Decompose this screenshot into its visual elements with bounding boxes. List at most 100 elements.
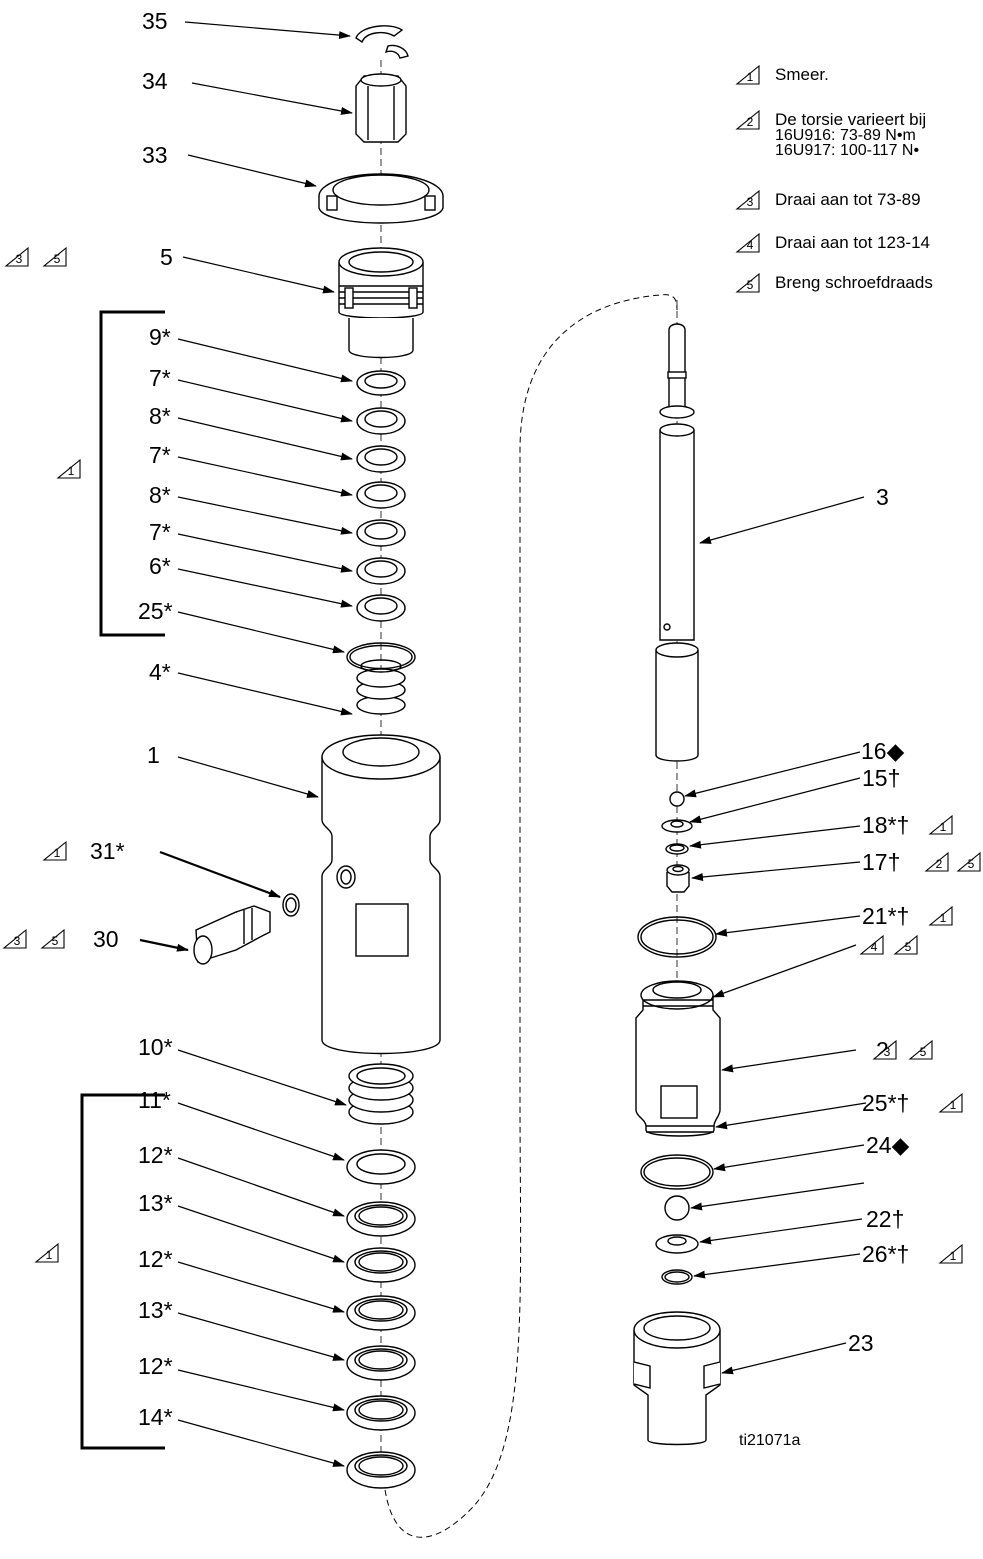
label-24: 24◆ [866,1132,910,1158]
note-text: Draai aan tot 123-14 [775,233,930,252]
triangle-3-icon: 3 [872,1039,898,1061]
label-17: 17† [862,849,901,875]
label-25: 25* [138,598,173,624]
label-13b: 13* [138,1297,173,1323]
ring-13a [346,1247,416,1283]
label-6: 6* [149,553,171,579]
label-12b: 12* [138,1246,173,1272]
svg-text:3: 3 [884,1045,891,1059]
triangle-1-icon: 1 [938,1243,964,1265]
triangle-1-icon: 1 [938,1092,964,1114]
label-7c: 7* [149,519,171,545]
label-9: 9* [149,324,171,350]
note-text: Breng schroefdraads [775,273,933,292]
label-21: 21*† [862,903,910,929]
svg-text:5: 5 [747,278,754,292]
label-15: 15† [862,765,901,791]
svg-text:1: 1 [747,70,754,84]
svg-text:5: 5 [905,940,912,954]
part-10-spring [348,1063,414,1125]
ring-8a [356,445,406,473]
label-7a: 7* [149,365,171,391]
label-8a: 8* [149,403,171,429]
part-5-gland [338,247,424,359]
part-34-nut [355,73,407,143]
svg-text:1: 1 [940,911,947,925]
connection-curve [382,294,678,1538]
ring-14 [346,1451,416,1489]
warning-triangle-icon: 2 [735,109,761,131]
upper-packing-rings [356,370,406,622]
label-31: 31* [90,838,125,864]
label-16: 16◆ [861,738,905,764]
svg-text:2: 2 [747,115,754,129]
label-35: 35 [142,8,168,34]
label-5: 5 [160,244,173,270]
part-16-ball [669,791,685,807]
warning-triangle-icon: 4 [735,232,761,254]
part-30-fitting [193,905,271,965]
note-sub-line: 16U917: 100-117 N• [775,142,920,159]
svg-text:5: 5 [52,934,59,948]
label-7b: 7* [149,442,171,468]
svg-text:5: 5 [54,252,61,266]
part-2-housing [635,980,721,1137]
triangle-2-icon: 2 [924,851,950,873]
triangle-4-icon: 4 [859,934,885,956]
label-34: 34 [142,68,168,94]
svg-text:1: 1 [950,1098,957,1112]
note-text: Draai aan tot 73-89 [775,190,921,209]
warning-triangle-icon: 3 [735,189,761,211]
label-14: 14* [138,1404,173,1430]
label-30: 30 [93,926,119,952]
svg-text:4: 4 [747,238,754,252]
svg-text:5: 5 [968,857,975,871]
part-35-clip [355,25,409,59]
left-leaders [139,21,353,1467]
ring-12a [346,1201,416,1237]
label-4: 4* [149,659,171,685]
figure-id: ti21071a [739,1432,801,1449]
triangle-1-icon: 1 [928,905,954,927]
lower-bracket [80,1093,165,1450]
part-26-ring [661,1269,693,1285]
ring-9 [356,370,406,396]
svg-text:3: 3 [747,195,754,209]
svg-text:1: 1 [950,1249,957,1263]
triangle-5-icon: 5 [956,851,982,873]
part-15-seat [661,819,693,833]
warning-triangle-icon: 1 [735,64,761,86]
note-text: Smeer. [775,65,829,84]
label-23: 23 [848,1330,874,1356]
ring-8b [356,519,406,547]
svg-text:3: 3 [14,934,21,948]
svg-text:1: 1 [46,1248,53,1262]
ring-12c [346,1395,416,1431]
ring-11 [346,1149,416,1185]
label-18: 18*† [862,812,910,838]
svg-text:1: 1 [54,846,61,860]
part-22-seat [655,1234,699,1254]
ring-6 [356,594,406,622]
label-10: 10* [138,1034,173,1060]
svg-text:1: 1 [940,820,947,834]
upper-bracket [99,310,165,637]
note-text: De torsie varieert bij [775,110,927,129]
triangle-1-icon: 1 [34,1242,60,1264]
svg-text:1: 1 [68,464,75,478]
triangle-5-icon: 5 [40,928,66,950]
ring-7b [356,481,406,509]
part-33-ring [318,173,444,224]
right-leaders [684,496,867,1375]
svg-text:2: 2 [936,857,943,871]
svg-text:4: 4 [871,940,878,954]
triangle-1-icon: 1 [42,840,68,862]
label-11: 11* [138,1087,171,1113]
part-4-spring [356,659,406,715]
part-25-right-oring [640,1154,714,1190]
label-13a: 13* [138,1190,173,1216]
part-24-ball [664,1195,690,1221]
note-sub-line: 16U916: 73-89 N•m [775,127,916,144]
